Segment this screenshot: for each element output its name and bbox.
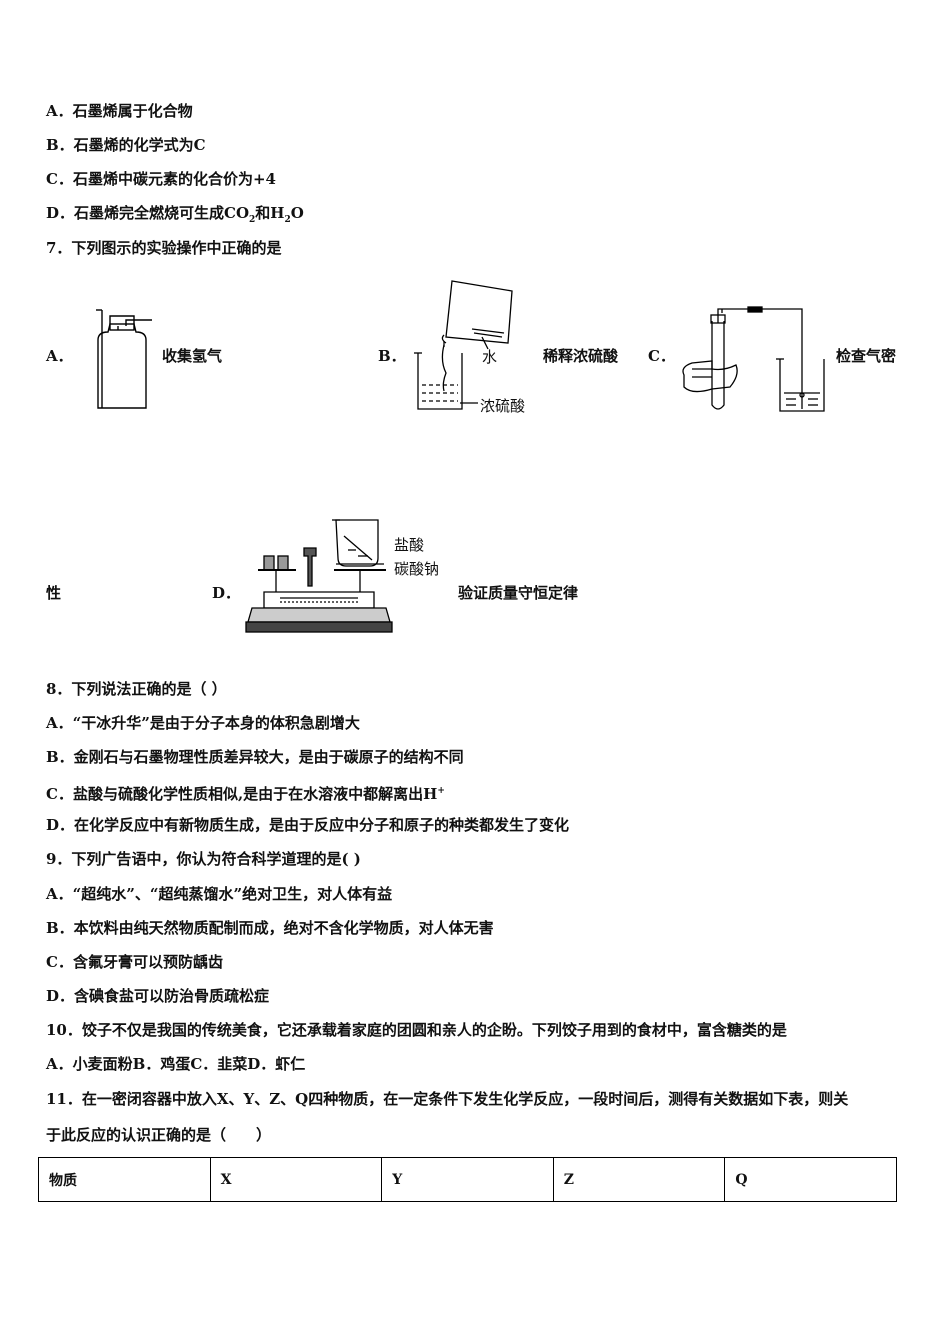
q7-b-caption: 稀释浓硫酸 <box>543 347 619 365</box>
q8-stem: 8．下列说法正确的是（ ） <box>46 680 227 698</box>
q7-stem: 7．下列图示的实验操作中正确的是 <box>46 239 282 257</box>
q9-option-a: A．“超纯水”、“超纯蒸馏水”绝对卫生，对人体有益 <box>46 885 393 903</box>
q11-stem-line1: 11．在一密闭容器中放入X、Y、Z、Q四种物质，在一定条件下发生化学反应，一段时… <box>46 1090 849 1108</box>
balance-figure <box>245 519 393 633</box>
q6-option-c: C．石墨烯中碳元素的化合价为+4 <box>46 170 276 188</box>
q6-option-b: B．石墨烯的化学式为C <box>46 136 206 154</box>
q10-option-c: C．韭菜 <box>190 1055 248 1073</box>
q9-option-c: C．含氟牙膏可以预防龋齿 <box>46 953 223 971</box>
q6-option-d: D．石墨烯完全燃烧可生成CO2和H2O <box>46 203 304 230</box>
q6-option-d-end: O <box>290 204 304 222</box>
hcl-label: 盐酸 <box>394 536 425 554</box>
table-header-cell: X <box>209 1157 383 1202</box>
q10-option-b: B．鸡蛋 <box>132 1055 191 1073</box>
dilution-figure <box>414 280 513 410</box>
q7-c-caption: 检查气密 <box>836 347 897 365</box>
q6-sub: 2 <box>249 215 256 225</box>
q8-option-b: B．金刚石与石墨物理性质差异较大，是由于碳原子的结构不同 <box>46 748 464 766</box>
q8-sup: + <box>437 786 445 796</box>
q6-option-d-mid: 和H <box>255 204 285 222</box>
table-row: 物质 X Y Z Q <box>38 1157 897 1202</box>
q7-a-caption: 收集氢气 <box>162 347 223 365</box>
q9-option-d: D．含碘食盐可以防治骨质疏松症 <box>46 987 270 1005</box>
table-header-cell: Q <box>724 1157 897 1202</box>
table-header-cell: Z <box>552 1157 726 1202</box>
q10-option-a: A．小麦面粉 <box>46 1055 133 1073</box>
q9-option-b: B．本饮料由纯天然物质配制而成，绝对不含化学物质，对人体无害 <box>46 919 494 937</box>
q6-option-d-text: D．石墨烯完全燃烧可生成CO <box>46 204 250 222</box>
q11-data-table: 物质 X Y Z Q <box>38 1157 897 1202</box>
water-label: 水 <box>482 348 498 366</box>
table-header-cell: Y <box>381 1157 554 1202</box>
q10-option-d: D．虾仁 <box>247 1055 306 1073</box>
table-header-cell: 物质 <box>38 1157 211 1202</box>
q7-c-letter: C． <box>648 347 675 365</box>
q6-option-a: A．石墨烯属于化合物 <box>46 102 193 120</box>
airtightness-figure <box>682 306 825 412</box>
q8-option-c: C．盐酸与硫酸化学性质相似,是由于在水溶液中都解离出H+ <box>46 781 445 804</box>
gas-bottle-figure <box>96 309 152 409</box>
q9-stem: 9．下列广告语中，你认为符合科学道理的是( ) <box>46 850 361 868</box>
q7-d-letter: D． <box>212 584 241 602</box>
conc-acid-label: 浓硫酸 <box>480 397 526 415</box>
q6-sub: 2 <box>284 215 291 225</box>
q8-option-c-text: C．盐酸与硫酸化学性质相似,是由于在水溶液中都解离出H <box>46 785 438 803</box>
q7-d-caption: 验证质量守恒定律 <box>458 584 579 602</box>
q8-option-d: D．在化学反应中有新物质生成，是由于反应中分子和原子的种类都发生了变化 <box>46 816 570 834</box>
q7-b-letter: B． <box>378 347 406 365</box>
q7-c-caption-tail: 性 <box>46 584 62 602</box>
q7-a-letter: A． <box>46 347 73 365</box>
q10-options: A．小麦面粉B．鸡蛋C．韭菜D．虾仁 <box>46 1054 305 1074</box>
na2co3-label: 碳酸钠 <box>394 560 440 578</box>
q8-option-a: A．“干冰升华”是由于分子本身的体积急剧增大 <box>46 714 360 732</box>
q10-stem: 10．饺子不仅是我国的传统美食，它还承载着家庭的团圆和亲人的企盼。下列饺子用到的… <box>46 1021 787 1039</box>
q11-stem-line2: 于此反应的认识正确的是（ ） <box>46 1126 272 1144</box>
